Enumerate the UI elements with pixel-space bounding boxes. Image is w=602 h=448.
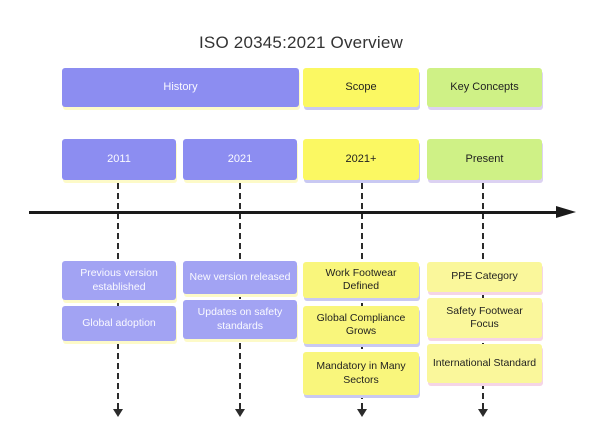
timeline-axis xyxy=(29,211,557,214)
period-2021plus: 2021+ xyxy=(303,139,419,180)
event-work-footwear-defined: Work Footwear Defined xyxy=(303,262,419,298)
period-present: Present xyxy=(427,139,542,180)
event-global-adoption: Global adoption xyxy=(62,306,176,341)
section-scope: Scope xyxy=(303,68,419,107)
event-ppe-category: PPE Category xyxy=(427,262,542,292)
event-safety-footwear-focus: Safety Footwear Focus xyxy=(427,298,542,338)
dashed-connector-2021 xyxy=(235,183,245,417)
timeline-axis-arrowhead-icon xyxy=(556,206,576,218)
event-mandatory-in-many-sectors: Mandatory in Many Sectors xyxy=(303,352,419,395)
period-2011: 2011 xyxy=(62,139,176,180)
event-new-version-released: New version released xyxy=(183,261,297,294)
event-global-compliance-grows: Global Compliance Grows xyxy=(303,306,419,344)
dashed-connector-present xyxy=(478,183,488,417)
event-international-standard: International Standard xyxy=(427,344,542,383)
event-previous-version-established: Previous version established xyxy=(62,261,176,300)
event-updates-on-safety-standards: Updates on safety standards xyxy=(183,300,297,339)
period-2021: 2021 xyxy=(183,139,297,180)
section-history: History xyxy=(62,68,299,107)
diagram-title: ISO 20345:2021 Overview xyxy=(199,33,403,52)
section-key-concepts: Key Concepts xyxy=(427,68,542,107)
